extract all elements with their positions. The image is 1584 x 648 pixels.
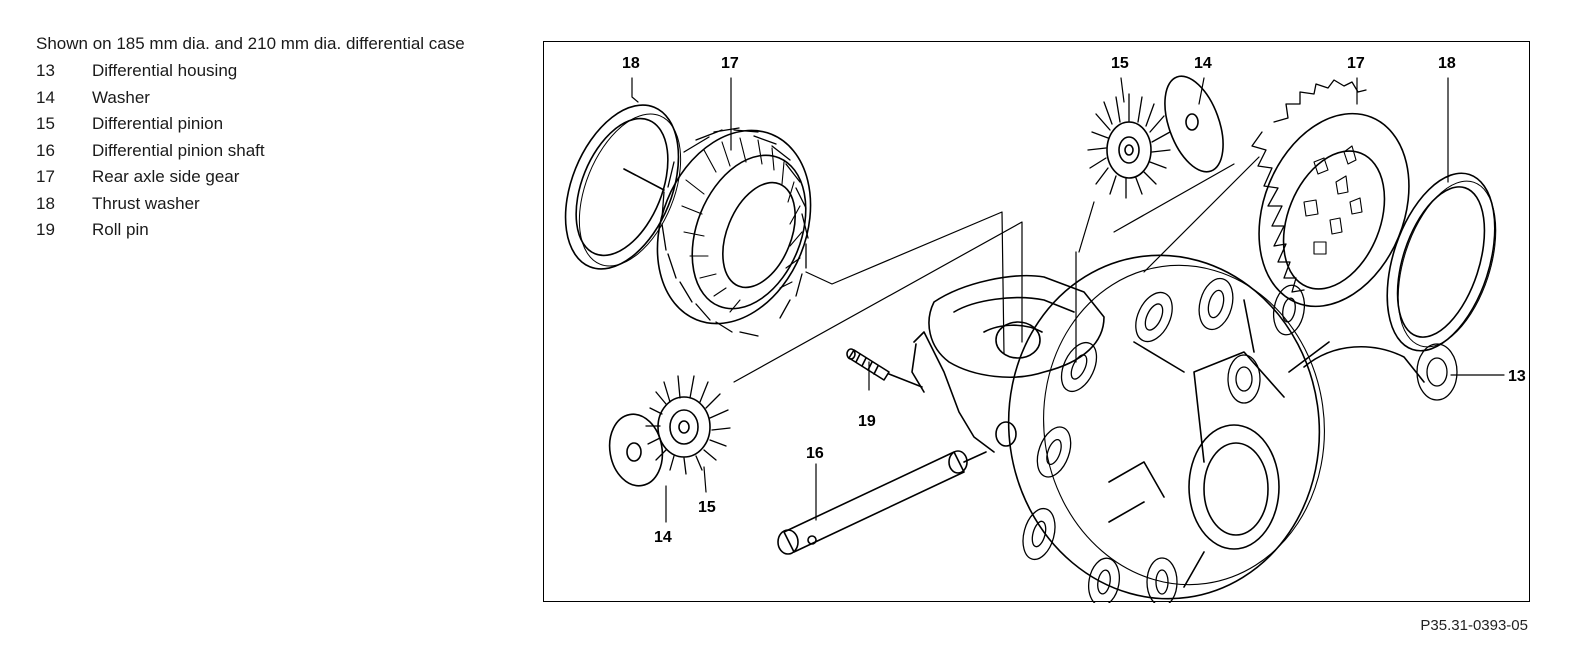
- pinion-shaft: [777, 450, 987, 555]
- callout-15-bottom: 15: [698, 499, 716, 516]
- legend-label: Differential pinion: [92, 114, 224, 133]
- callout-13: 13: [1508, 368, 1526, 385]
- leader-lines: [631, 77, 1505, 523]
- legend-item: 17 Rear axle side gear: [36, 167, 496, 194]
- side-gear-right: [1251, 79, 1410, 308]
- callout-18-right: 18: [1438, 55, 1456, 72]
- legend-number: 15: [36, 114, 55, 133]
- legend-item: 19 Roll pin: [36, 220, 496, 247]
- parts-legend: Shown on 185 mm dia. and 210 mm dia. dif…: [36, 32, 496, 247]
- washer-top: [1164, 75, 1224, 173]
- differential-housing: [911, 254, 1458, 603]
- legend-label: Washer: [92, 87, 150, 107]
- pinion-bottom: [645, 375, 731, 475]
- callout-15-top: 15: [1111, 55, 1129, 72]
- exploded-view-frame: 18 17 15 14 17 18 13 19 16 14 15: [543, 41, 1530, 603]
- exploded-view-drawing: 18 17 15 14 17 18 13 19 16 14 15: [564, 55, 1526, 603]
- legend-number: 14: [36, 87, 55, 107]
- legend-item: 14 Washer: [36, 88, 496, 115]
- legend-number: 17: [36, 167, 55, 186]
- legend-label: Differential pinion shaft: [92, 140, 265, 160]
- thrust-washer-right: [1386, 172, 1497, 352]
- callout-14-top: 14: [1194, 55, 1212, 72]
- callout-18-left: 18: [622, 55, 640, 72]
- legend-title: Shown on 185 mm dia. and 210 mm dia. dif…: [36, 34, 465, 53]
- legend-item: 15 Differential pinion: [36, 114, 496, 141]
- roll-pin: [846, 348, 923, 388]
- legend-label: Thrust washer: [92, 193, 200, 213]
- figure-id: P35.31-0393-05: [1420, 617, 1528, 634]
- legend-number: 13: [36, 61, 55, 80]
- legend-item: 18 Thrust washer: [36, 194, 496, 221]
- legend-label: Roll pin: [92, 220, 149, 239]
- washer-bottom: [608, 413, 664, 487]
- callout-17-right: 17: [1347, 55, 1365, 72]
- callout-19: 19: [858, 413, 876, 430]
- callout-16: 16: [806, 445, 824, 462]
- legend-number: 16: [36, 140, 55, 160]
- callout-14-bottom: 14: [654, 529, 672, 546]
- legend-item: 13 Differential housing: [36, 61, 496, 88]
- legend-number: 19: [36, 220, 55, 239]
- legend-label: Rear axle side gear: [92, 167, 240, 186]
- legend-label: Differential housing: [92, 61, 238, 80]
- thrust-washer-left: [564, 104, 682, 270]
- side-gear-left: [656, 127, 812, 337]
- legend-item: 16 Differential pinion shaft: [36, 141, 496, 168]
- callout-17-left: 17: [721, 55, 739, 72]
- pinion-top: [1087, 93, 1171, 199]
- legend-number: 18: [36, 193, 55, 213]
